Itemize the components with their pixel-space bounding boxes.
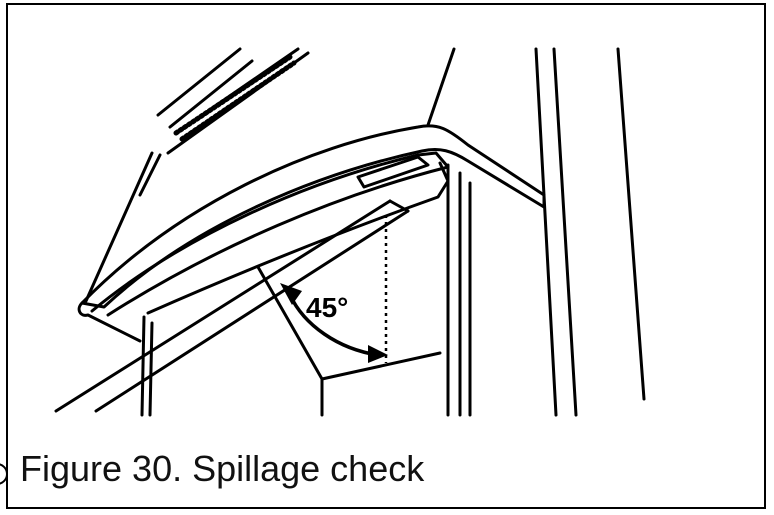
canopy-lower-rim (146, 161, 450, 315)
test-strip-tip (388, 199, 410, 213)
spillage-check-illustration: 45° (54, 47, 646, 417)
figure-caption: Figure 30. Spillage check (20, 448, 425, 489)
left-support-2 (148, 321, 154, 417)
hood-left-slope (84, 151, 154, 303)
canopy-inner-lip (90, 151, 450, 317)
figure-frame: 45° Figure 30. Spillage check (6, 3, 766, 509)
canopy-small-tab (356, 155, 430, 189)
back-panel-left-top (426, 47, 456, 127)
hood-upper-edge-1 (156, 47, 242, 117)
pipe-line-2 (552, 47, 578, 417)
firebox-interior (256, 265, 442, 381)
hood-hatch-band (173, 54, 297, 142)
pipe-line-1 (534, 47, 558, 417)
angle-arrow-top (280, 283, 302, 305)
angle-arc (288, 294, 379, 357)
angle-arrow-bottom (368, 345, 388, 363)
canopy-left-end (77, 301, 142, 343)
hood-left-slope-inner (138, 153, 162, 197)
hood-upper-edge-2 (168, 59, 254, 129)
pipe-line-3 (616, 47, 646, 401)
test-strip-edge-1 (54, 199, 392, 413)
left-support-1 (140, 315, 146, 417)
angle-label: 45° (306, 292, 348, 323)
test-strip-edge-2 (94, 209, 410, 413)
